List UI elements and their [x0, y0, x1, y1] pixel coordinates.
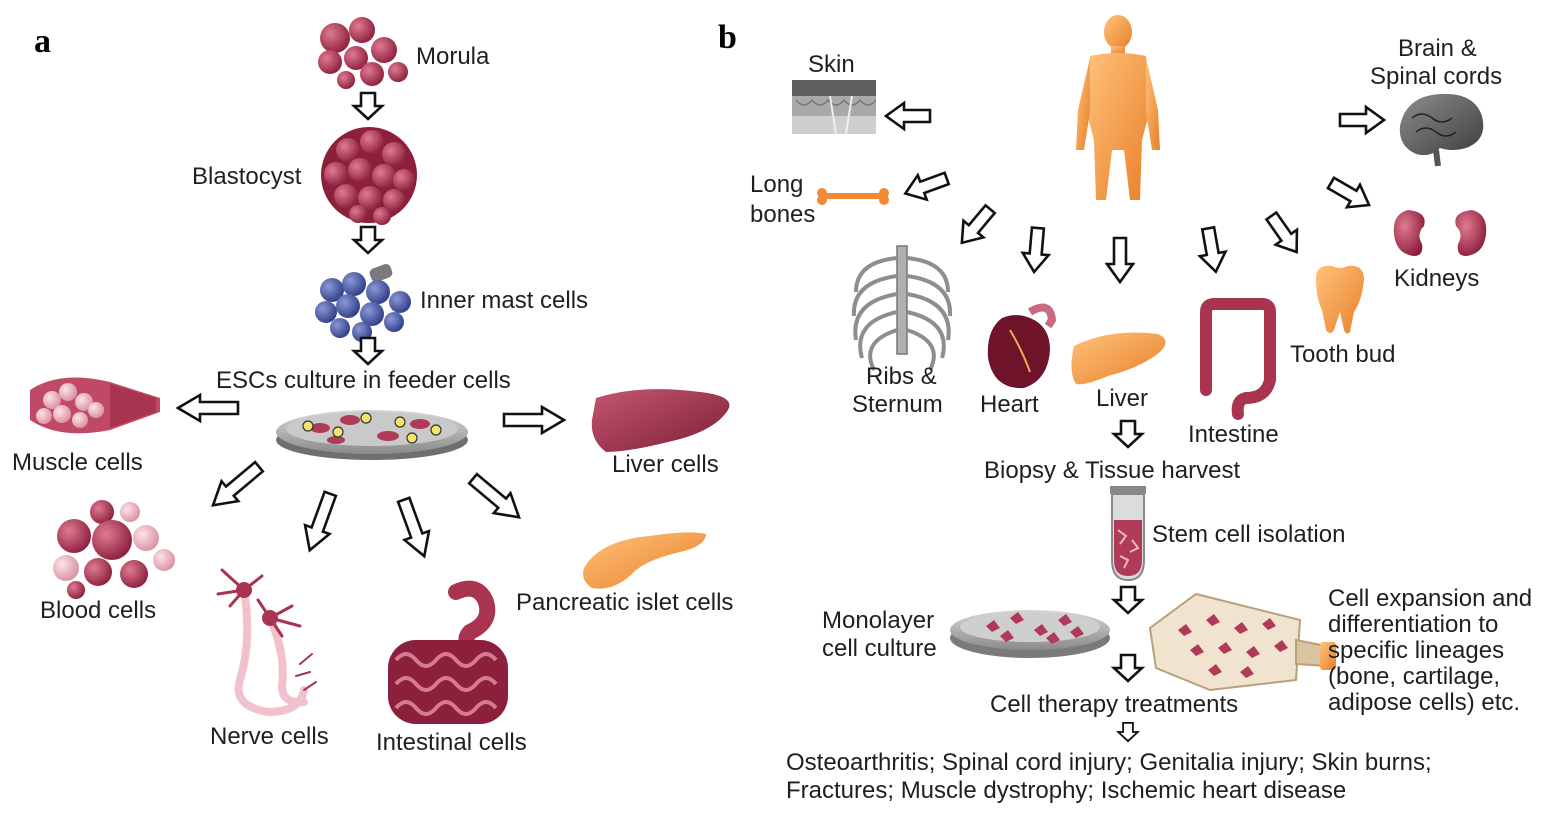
expansion-label-line5: adipose cells) etc.	[1328, 689, 1520, 716]
arrow-to-liver-cells	[502, 404, 567, 436]
kidneys-label: Kidneys	[1394, 265, 1479, 292]
liver-label: Liver	[1096, 385, 1148, 412]
pancreatic-label: Pancreatic islet cells	[516, 589, 733, 616]
morula-icon	[318, 17, 408, 89]
expansion-label-line1: Cell expansion and	[1328, 585, 1532, 612]
heart-icon	[987, 303, 1057, 389]
isolation-label: Stem cell isolation	[1152, 521, 1345, 548]
inner-mass-label: Inner mast cells	[420, 287, 588, 314]
arrow-to-intestine	[1197, 225, 1228, 274]
brain-label-line1: Brain &	[1398, 35, 1477, 62]
arrow-to-nerve	[303, 490, 338, 553]
arrow-therapy-to-diseases	[1115, 721, 1141, 743]
arrow-inner-mass-to-culture	[350, 336, 386, 366]
long-bones-label-line1: Long	[750, 171, 803, 198]
brain-label-line2: Spinal cords	[1370, 63, 1502, 90]
arrow-to-skin	[883, 100, 932, 132]
liver-cells-label: Liver cells	[612, 451, 719, 478]
intestine-icon	[1200, 298, 1276, 420]
tooth-icon	[1316, 265, 1364, 334]
panel-label-b: b	[718, 19, 737, 56]
culture-dish-icon	[276, 410, 468, 460]
arrow-to-intestinal	[396, 496, 431, 559]
liver-cells-icon	[591, 389, 730, 452]
expansion-label-line4: (bone, cartilage,	[1328, 663, 1500, 690]
long-bones-label-line2: bones	[750, 201, 815, 228]
long-bone-icon	[817, 188, 889, 205]
heart-label: Heart	[980, 391, 1039, 418]
muscle-label: Muscle cells	[12, 449, 143, 476]
kidneys-icon	[1393, 210, 1487, 256]
expansion-label-line3: specific lineages	[1328, 637, 1504, 664]
nerve-cells-icon	[216, 568, 317, 717]
arrow-culture-to-therapy	[1110, 653, 1146, 683]
arrow-morula-to-blastocyst	[350, 91, 386, 121]
arrow-to-ribs	[960, 203, 997, 245]
biopsy-label: Biopsy & Tissue harvest	[984, 457, 1240, 484]
morula-label: Morula	[416, 43, 490, 70]
arrow-to-brain	[1338, 104, 1387, 136]
culture-flask-icon	[1148, 592, 1336, 692]
diseases-label-line2: Fractures; Muscle dystrophy; Ischemic he…	[786, 777, 1346, 804]
test-tube-icon	[1110, 486, 1146, 582]
skin-label: Skin	[808, 51, 855, 78]
inner-mass-cells-icon	[315, 264, 411, 342]
arrow-to-heart	[1020, 226, 1052, 275]
liver-icon	[1071, 332, 1166, 385]
arrow-to-pancreatic	[467, 472, 521, 519]
nerve-cells-label: Nerve cells	[210, 723, 329, 750]
tooth-label: Tooth bud	[1290, 341, 1395, 368]
arrow-to-blood	[211, 460, 265, 507]
monolayer-label-line1: Monolayer	[822, 607, 934, 634]
arrow-to-kidneys	[1326, 176, 1371, 209]
arrow-to-muscle	[175, 392, 240, 424]
human-body-icon	[1076, 15, 1160, 200]
diseases-label-line1: Osteoarthritis; Spinal cord injury; Geni…	[786, 749, 1432, 776]
arrow-isolation-to-culture	[1110, 585, 1146, 615]
monolayer-label-line2: cell culture	[822, 635, 937, 662]
blood-cells-icon	[53, 500, 175, 599]
expansion-label-line2: differentiation to	[1328, 611, 1498, 638]
ribs-sternum-icon	[851, 245, 953, 371]
monolayer-dish-icon	[950, 610, 1110, 658]
panel-label-a: a	[34, 23, 51, 60]
muscle-bundle-icon	[30, 377, 160, 434]
arrow-to-long-bones	[903, 171, 951, 202]
brain-icon	[1399, 93, 1484, 167]
blastocyst-label: Blastocyst	[192, 163, 302, 190]
intestine-label: Intestine	[1188, 421, 1279, 448]
arrow-to-tooth	[1264, 210, 1299, 254]
arrow-to-liver	[1104, 236, 1136, 285]
therapy-label: Cell therapy treatments	[990, 691, 1238, 718]
esc-culture-label: ESCs culture in feeder cells	[216, 367, 511, 394]
arrow-liver-to-biopsy	[1110, 419, 1146, 449]
blastocyst-icon	[321, 127, 417, 225]
blood-cells-label: Blood cells	[40, 597, 156, 624]
ribs-label-line2: Sternum	[852, 391, 943, 418]
skin-icon	[792, 80, 877, 135]
ribs-label-line1: Ribs &	[866, 363, 937, 390]
intestinal-cells-label: Intestinal cells	[376, 729, 527, 756]
arrow-blastocyst-to-inner-mass	[350, 225, 386, 255]
pancreas-icon	[583, 532, 706, 589]
intestinal-cells-icon	[388, 580, 508, 724]
